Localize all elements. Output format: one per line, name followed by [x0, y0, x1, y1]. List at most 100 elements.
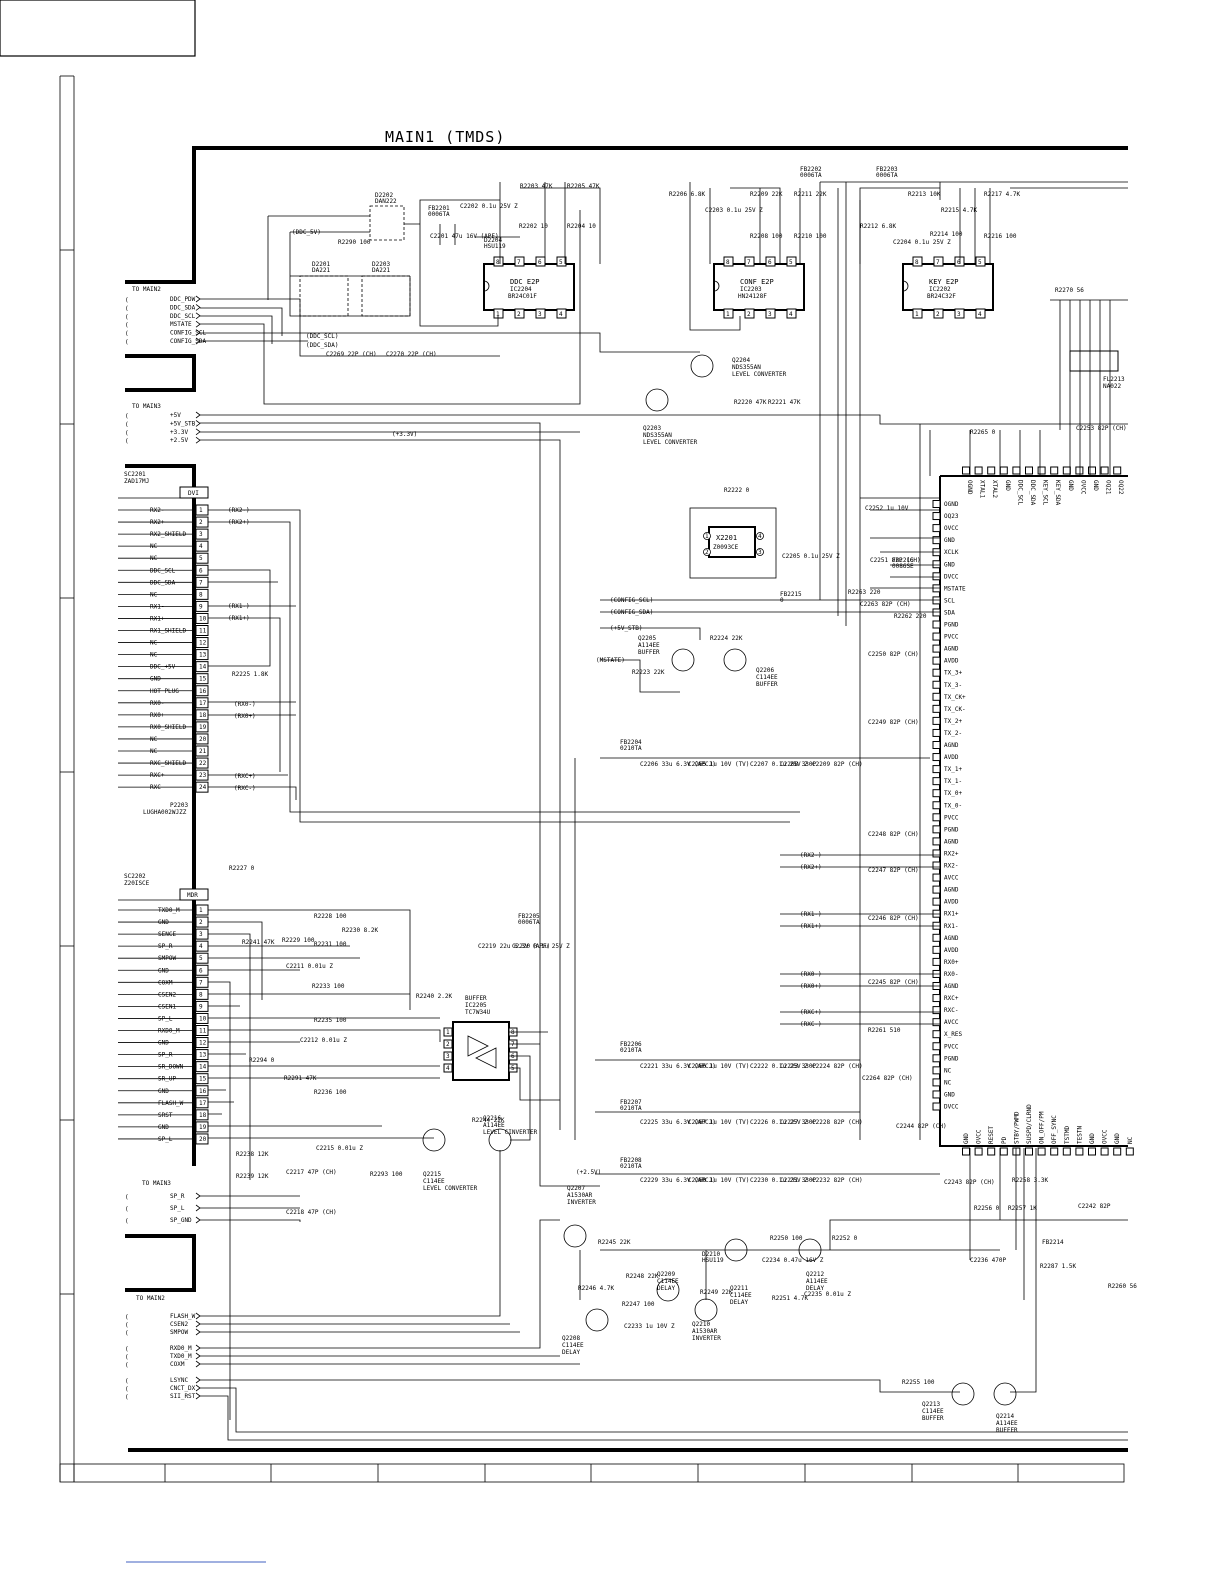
diode-part: HSU119 [484, 243, 506, 250]
eeprom-pin [912, 256, 923, 267]
dvi-pin-name: HOT PLUG [150, 688, 179, 695]
main-ic-pin-name: NC [1127, 1136, 1134, 1144]
dvi-pin-box [195, 528, 209, 540]
main-ic-pin-name: XTAL1 [979, 480, 986, 498]
main-ic-pin [932, 1018, 941, 1027]
dvi-pin-number: 15 [199, 676, 207, 683]
transistor-part: A114EE [806, 1278, 828, 1285]
main-ic-pin [932, 933, 941, 942]
capacitor-label: C2202 0.1u 25V Z [460, 203, 518, 210]
dvi-pin-name: RX2+ [150, 519, 165, 526]
main-ic-pin-name: PVCC [944, 1043, 959, 1050]
mdr-pin-number: 11 [199, 1028, 207, 1035]
connector-signal-label: SII_RST [170, 1393, 196, 1400]
capacitor-label: C2231 330P [780, 1177, 817, 1184]
ferrite-bead-part: 0006TA [428, 211, 450, 218]
ferrite-bead-part: 0210TA [620, 1105, 642, 1112]
resistor-label: R2261 510 [868, 1027, 901, 1034]
resistor-label: R2221 47K [768, 399, 801, 406]
capacitor-label: C2266 1u 10V (TV) [688, 1063, 749, 1070]
frame-bottom-ticks [73, 1464, 1019, 1482]
main-ic-pin-name: X_RES [944, 1031, 962, 1038]
crystal-body [708, 526, 756, 558]
dvi-pin-number: 14 [199, 664, 207, 671]
transistor-role: BUFFER [996, 1427, 1018, 1434]
net-label: (+3.3V) [392, 431, 417, 438]
main-ic-pin [932, 813, 941, 822]
main-ic-pin-name: TX_1- [944, 778, 962, 785]
resistor-label: R2256 0 [974, 1205, 1000, 1212]
main-ic-pin [1025, 466, 1033, 475]
main-ic-pin [1113, 466, 1122, 475]
dvi-pin-name: GND [150, 676, 161, 683]
eeprom-name: CONF E2P [740, 278, 774, 286]
net-label: (RX2-) [228, 507, 250, 514]
dvi-pin-name: NC [150, 555, 158, 562]
eeprom-pin-number: 1 [726, 311, 730, 318]
main-ic-pin-name: GND [1114, 1133, 1121, 1144]
main-ic-pin-name: PVCC [944, 634, 959, 641]
mdr-pin-name: FLASH_W [158, 1100, 184, 1107]
eeprom-pin [744, 256, 755, 267]
mdr-pin-box [195, 1109, 209, 1121]
eeprom-pin [975, 308, 986, 319]
capacitor-label: C2215 0.01u Z [316, 1145, 363, 1152]
diode-part: DA221 [312, 267, 330, 274]
dvi-pin-number: 13 [199, 652, 207, 659]
eeprom-pin-number: 2 [517, 311, 521, 318]
resistor-label: R2262 220 [894, 613, 927, 620]
diode-labels: D2202DAN222D2201DA221D2203DA221D2204HSU1… [312, 192, 724, 1264]
main-ic-pin [932, 873, 941, 882]
fl2213-part: NA022 [1103, 383, 1121, 390]
dvi-pin-number: 1 [199, 507, 203, 514]
eeprom-pin [912, 308, 923, 319]
dvi-pin-name: NC [150, 543, 158, 550]
resistor-label: R2252 0 [832, 1235, 858, 1242]
dvi-extra-part: LUGHA002WJZZ [143, 809, 187, 816]
dvi-pin-name: RXC- [150, 784, 164, 791]
main-ic-pin-name: OQ23 [944, 513, 959, 520]
main-ic-pin [932, 777, 941, 786]
capacitor-label: C2250 82P (CH) [868, 651, 919, 658]
main-ic-pin-name: TX_0+ [944, 790, 962, 797]
transistor-part: C114EE [922, 1408, 944, 1415]
mdr-pin-number: 13 [199, 1052, 207, 1059]
dvi-pin-box [195, 612, 209, 624]
main-ic-pin-name: TX_1+ [944, 766, 962, 773]
main-ic-pin [932, 1006, 941, 1015]
dvi-pin-number: 19 [199, 724, 207, 731]
main-ic-pin-name: XCLK [944, 549, 959, 556]
diode-part: DAN222 [375, 198, 397, 205]
main-ic-pin-name: AVDD [944, 658, 959, 665]
main-ic-pin [932, 897, 941, 906]
main-ic-pin [932, 500, 941, 508]
ferrite-bead-ref: FB2201 [428, 205, 450, 212]
mdr-pin-number: 1 [199, 907, 203, 914]
main-ic-pin-name: TSTMD [1064, 1126, 1071, 1144]
main-ic-pin-name: OFF_SYNC [1051, 1115, 1058, 1144]
ferrite-bead-ref: FB2206 [620, 1041, 642, 1048]
transistor-part: A1530AR [567, 1192, 593, 1199]
connector-arrow [195, 320, 201, 328]
capacitor-label: C2217 47P (CH) [286, 1169, 337, 1176]
capacitor-label: C2203 0.1u 25V Z [705, 207, 763, 214]
resistor-label: R2287 1.5K [1040, 1263, 1077, 1270]
mdr-pin-name: GND [158, 1088, 169, 1095]
main-ic-pin [1125, 1147, 1134, 1156]
mdr-pin-name: GND [158, 1124, 169, 1131]
resistor-label: R2214 100 [930, 231, 963, 238]
connector-arrow [195, 1216, 201, 1224]
ferrite-bead-ref: FB2215 [780, 591, 802, 598]
main-ic-pin [1012, 466, 1021, 475]
mdr-pin-box [195, 1049, 209, 1061]
main-ic-pin [932, 765, 941, 774]
resistor-label: R2228 100 [314, 913, 347, 920]
resistor-label: R2246 4.7K [578, 1285, 615, 1292]
capacitor-label: C2212 0.01u Z [300, 1037, 347, 1044]
dvi-pin-number: 3 [199, 531, 203, 538]
net-label: (RXC+) [234, 773, 256, 780]
mdr-pin-box [195, 1085, 209, 1097]
main-ic-pin-name: GND [1004, 480, 1011, 491]
